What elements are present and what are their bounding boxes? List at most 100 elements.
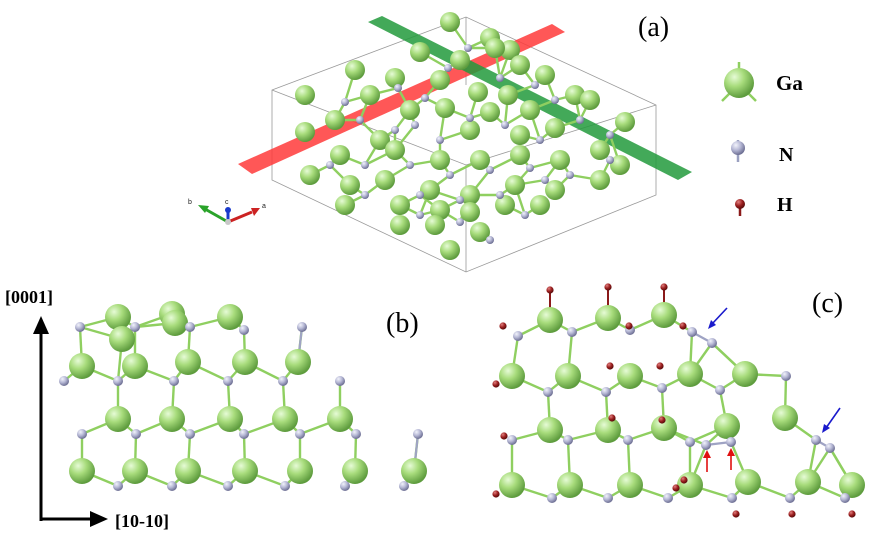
n-atom — [486, 166, 494, 174]
ga-atom — [440, 12, 460, 32]
axis-c-label: c — [225, 199, 229, 206]
h-atom — [492, 490, 500, 498]
ga-atom — [385, 68, 405, 88]
ga-atom — [480, 102, 500, 122]
ga-atom — [342, 458, 368, 484]
n-atom — [531, 81, 539, 89]
n-atom — [513, 331, 523, 341]
ga-atom — [430, 70, 450, 90]
n-atom — [169, 376, 179, 386]
ga-atom — [295, 85, 315, 105]
ga-atom — [590, 170, 610, 190]
n-atom — [811, 435, 821, 445]
ga-atom — [285, 349, 311, 375]
h-atom — [658, 416, 666, 424]
n-atom — [464, 44, 472, 52]
axis-triad: b c a — [188, 199, 266, 225]
n-atom — [687, 327, 697, 337]
ga-atom — [470, 150, 490, 170]
ga-atom — [537, 307, 563, 333]
n-atom — [501, 121, 509, 129]
ga-atom — [460, 120, 480, 140]
legend-n-label: N — [779, 144, 794, 166]
ga-atom — [795, 469, 821, 495]
panel-a-slab: b c a (a) — [188, 12, 692, 273]
h-atom — [625, 322, 633, 330]
n-atom — [496, 191, 504, 199]
ga-atom — [677, 472, 703, 498]
ga-atom — [590, 140, 610, 160]
ga-atom — [325, 110, 345, 130]
ga-atom — [327, 406, 353, 432]
ga-atom — [505, 175, 525, 195]
ga-atom — [287, 458, 313, 484]
n-atom — [361, 161, 369, 169]
ga-atom — [335, 195, 355, 215]
n-atom — [785, 493, 795, 503]
n-atom — [167, 481, 177, 491]
ga-atom — [450, 50, 470, 70]
n-atom — [603, 493, 613, 503]
h-atom — [679, 322, 687, 330]
n-atom — [707, 338, 717, 348]
h-atom — [499, 322, 507, 330]
n-atom — [526, 164, 534, 172]
ga-atom — [468, 82, 488, 102]
n-atom — [391, 126, 399, 134]
blue-arrows — [708, 307, 841, 433]
n-atom — [278, 376, 288, 386]
ga-atom — [272, 406, 298, 432]
n-atom — [356, 116, 364, 124]
ga-atom — [375, 170, 395, 190]
ga-atom — [510, 55, 530, 75]
n-atom — [444, 64, 452, 72]
h-atom — [492, 380, 500, 388]
ga-atom — [499, 363, 525, 389]
n-atom — [280, 481, 290, 491]
n-atom — [657, 383, 667, 393]
n-atom — [130, 322, 140, 332]
n-atom — [406, 161, 414, 169]
ga-atom — [615, 112, 635, 132]
ga-atom — [175, 458, 201, 484]
n-atom — [394, 84, 402, 92]
n-atom — [781, 371, 791, 381]
ga-atom — [499, 472, 525, 498]
ga-atom — [385, 140, 405, 160]
n-atom — [541, 176, 549, 184]
ga-atom — [232, 458, 258, 484]
n-atom — [601, 387, 611, 397]
ga-atom — [520, 100, 540, 120]
n-atom — [399, 481, 409, 491]
n-atom — [663, 493, 673, 503]
h-legend-icon — [735, 199, 745, 216]
red-arrows — [703, 448, 735, 472]
ga-atom — [550, 150, 570, 170]
ga-atom — [732, 361, 758, 387]
n-atom — [825, 443, 835, 453]
ga-atom — [557, 472, 583, 498]
h-atom — [732, 510, 740, 518]
ga-atom — [440, 240, 460, 260]
n-atom — [421, 94, 429, 102]
direction-arrows: [0001] [10-10] — [5, 287, 169, 531]
ga-atom — [420, 180, 440, 200]
ga-atom — [595, 305, 621, 331]
n-atom — [185, 322, 195, 332]
ga-atom — [360, 85, 380, 105]
ga-atom — [495, 195, 515, 215]
ga-atom — [485, 38, 505, 58]
panel-c-reconstructed-view: (c) — [492, 283, 865, 518]
ga-atom — [537, 417, 563, 443]
n-atom — [536, 136, 544, 144]
h-atom — [672, 484, 680, 492]
h-atom — [500, 432, 508, 440]
n-atom — [606, 156, 614, 164]
ga-atom — [390, 215, 410, 235]
h-atom — [604, 283, 612, 291]
n-atom — [701, 440, 711, 450]
ga-atom — [410, 42, 430, 62]
n-atom — [726, 437, 736, 447]
